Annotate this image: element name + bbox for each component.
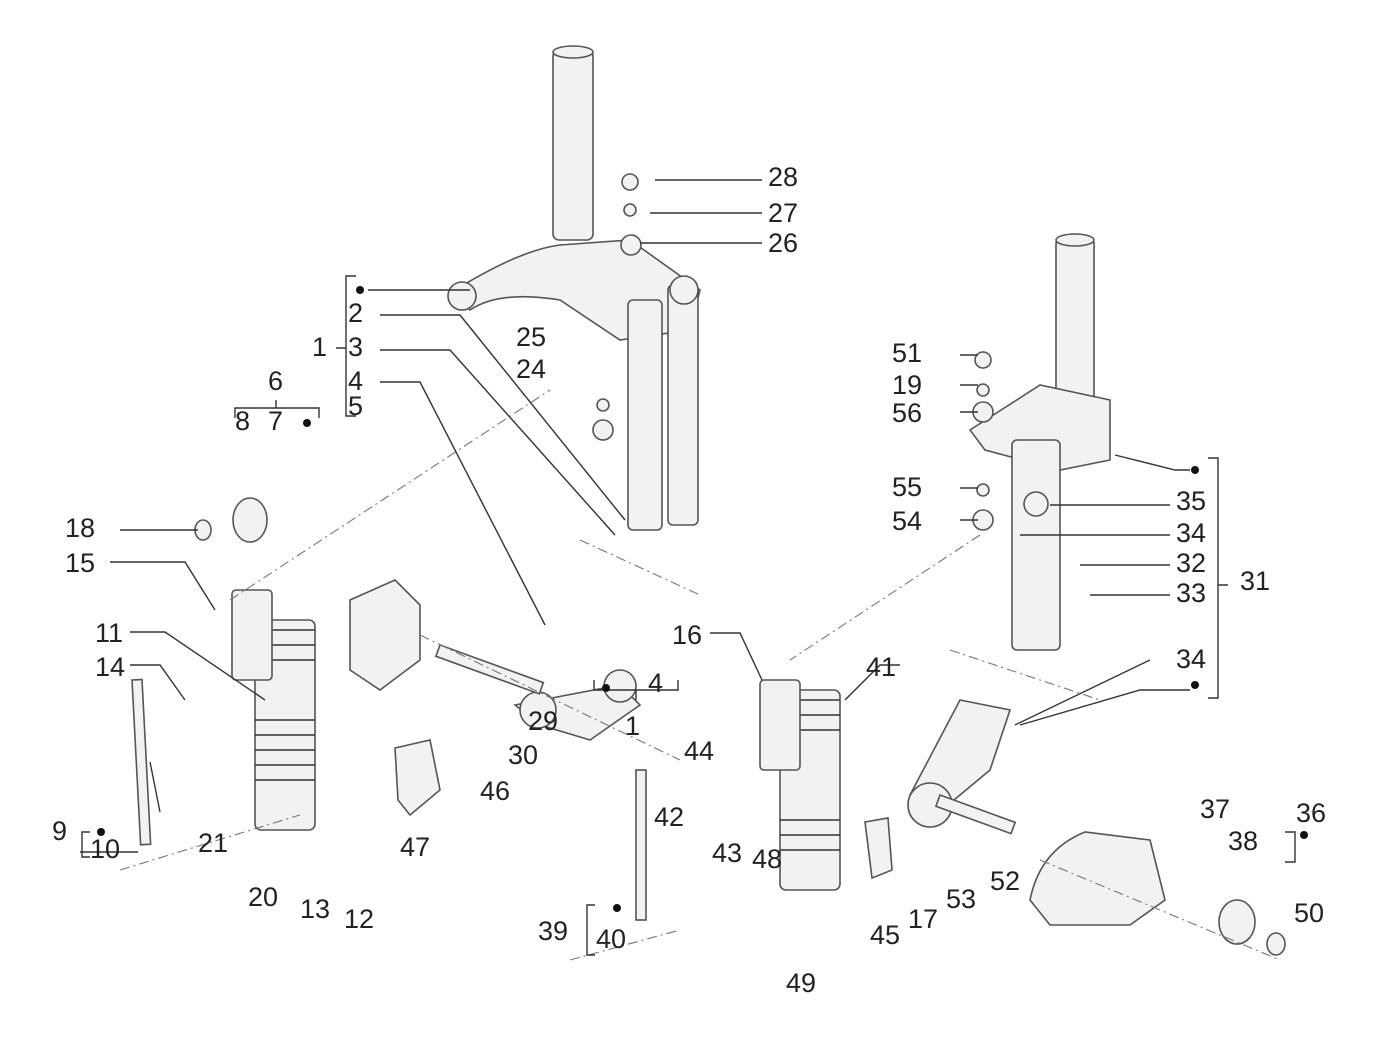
part-label-44: 44	[684, 736, 714, 766]
part-label-50: 50	[1294, 898, 1324, 928]
part-label-4: 4	[348, 366, 363, 396]
part-label-26: 26	[768, 228, 798, 258]
part-label-10: 10	[90, 834, 120, 864]
part-label-5: 5	[348, 391, 363, 421]
part-label-7: 7	[268, 406, 283, 436]
part-label-24: 24	[516, 354, 546, 384]
part-label-17: 17	[908, 904, 938, 934]
part-label-29: 29	[528, 706, 558, 736]
part-label-48: 48	[752, 844, 782, 874]
left-shock-absorber	[231, 589, 316, 831]
part-label-21: 21	[198, 828, 228, 858]
part-label-25: 25	[516, 322, 546, 352]
part-label-37: 37	[1200, 794, 1230, 824]
part-label-43: 43	[712, 838, 742, 868]
seal-8	[232, 497, 268, 543]
left-caliper-bracket	[349, 579, 421, 691]
part-label-41: 41	[866, 652, 896, 682]
part-label-36: 36	[1296, 798, 1326, 828]
part-label-2: 2	[348, 298, 363, 328]
part-label-52: 52	[990, 866, 1020, 896]
part-label-34: 34	[1176, 518, 1206, 548]
part-label-32: 32	[1176, 548, 1206, 578]
part-label-49: 49	[786, 968, 816, 998]
part-label-33: 33	[1176, 578, 1206, 608]
part-label-18: 18	[65, 513, 95, 543]
part-label-9: 9	[52, 816, 67, 846]
part-label-27: 27	[768, 198, 798, 228]
part-label-54: 54	[892, 506, 922, 536]
part-label-45: 45	[870, 920, 900, 950]
part-label-1: 1	[312, 332, 327, 362]
part-label-6: 6	[268, 366, 283, 396]
part-label-12: 12	[344, 904, 374, 934]
part-label-20: 20	[248, 882, 278, 912]
plate-45	[864, 817, 893, 880]
part-label-19: 19	[892, 370, 922, 400]
part-label-4: 4	[648, 668, 663, 698]
bracket-47	[394, 739, 441, 817]
part-label-42: 42	[654, 802, 684, 832]
right-steering-stem	[968, 233, 1111, 651]
part-label-39: 39	[538, 916, 568, 946]
part-label-40: 40	[596, 924, 626, 954]
part-label-3: 3	[348, 332, 363, 362]
part-label-30: 30	[508, 740, 538, 770]
seal-38	[1218, 899, 1256, 945]
part-label-8: 8	[235, 406, 250, 436]
bullets	[97, 286, 1308, 912]
part-label-47: 47	[400, 832, 430, 862]
left-steering-stem	[447, 45, 701, 531]
part-label-55: 55	[892, 472, 922, 502]
right-hub-carrier	[1029, 831, 1166, 926]
part-label-16: 16	[672, 620, 702, 650]
part-label-53: 53	[946, 884, 976, 914]
part-label-51: 51	[892, 338, 922, 368]
part-label-56: 56	[892, 398, 922, 428]
part-label-15: 15	[65, 548, 95, 578]
part-label-14: 14	[95, 652, 125, 682]
tie-rod-right	[635, 769, 647, 921]
part-label-46: 46	[480, 776, 510, 806]
part-label-1: 1	[625, 711, 640, 741]
right-shock-absorber	[759, 679, 841, 891]
part-label-11: 11	[95, 618, 123, 648]
part-label-38: 38	[1228, 826, 1258, 856]
part-label-35: 35	[1176, 486, 1206, 516]
part-label-34: 34	[1176, 644, 1206, 674]
ring-50	[1266, 932, 1286, 956]
part-label-28: 28	[768, 162, 798, 192]
part-label-13: 13	[300, 894, 330, 924]
part-label-31: 31	[1240, 566, 1270, 596]
tie-rod-left	[131, 678, 152, 846]
right-swingarm	[907, 699, 1017, 835]
